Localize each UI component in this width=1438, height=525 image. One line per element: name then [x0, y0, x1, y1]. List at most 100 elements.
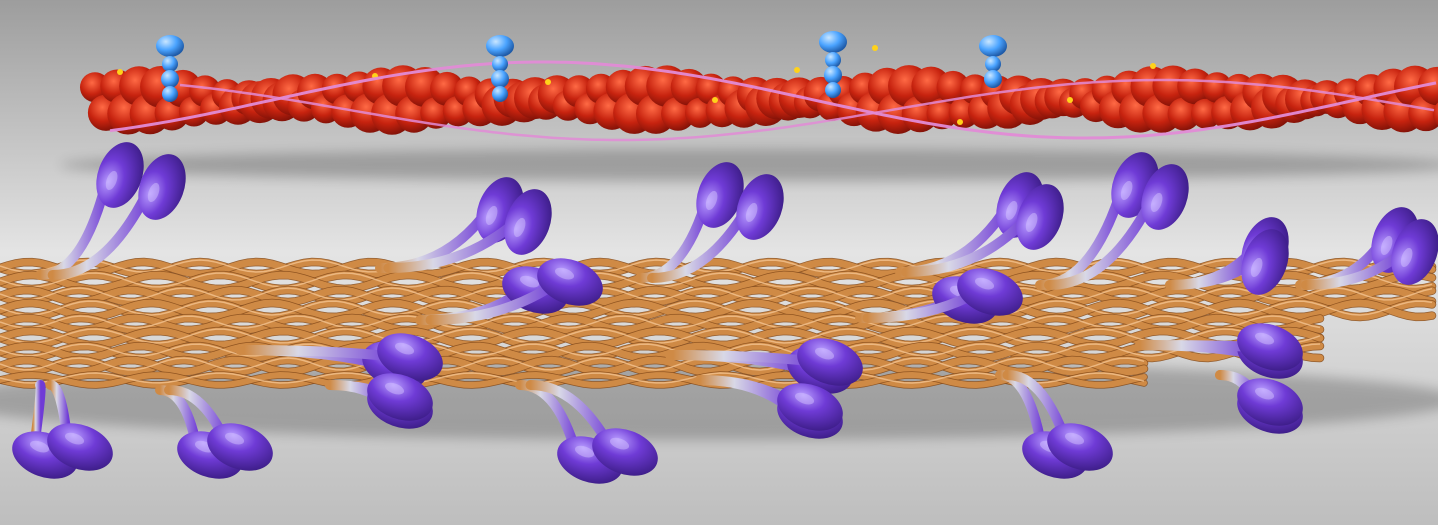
myosin-head-highlight	[1380, 235, 1393, 256]
binding-site-spot	[794, 67, 800, 73]
troponin-t	[492, 86, 508, 102]
myosin-head-highlight	[105, 170, 118, 191]
tropomyosin-strand	[109, 60, 1437, 142]
myosin-heads	[12, 142, 1438, 484]
myosin-head-highlight	[814, 347, 835, 360]
troponin-t	[161, 70, 179, 88]
troponin-t	[162, 86, 178, 102]
troponin-c	[156, 35, 184, 57]
myosin-head	[1141, 164, 1189, 230]
myosin-head	[1237, 378, 1303, 426]
myosin-head	[96, 142, 144, 208]
myosin-neck	[383, 217, 521, 273]
myosin-head-highlight	[384, 382, 405, 395]
troponin-i	[162, 56, 178, 72]
myosin-head	[957, 268, 1023, 316]
myosin-rope	[0, 299, 1436, 321]
actin-monomer	[1432, 102, 1438, 126]
myosin-head-highlight	[1250, 257, 1263, 278]
myosin-rope	[0, 286, 1436, 306]
myosin-rope	[0, 258, 1436, 278]
myosin-head-highlight	[485, 205, 498, 226]
actin-monomer	[926, 98, 958, 130]
myosin-head	[504, 189, 552, 255]
binding-site-spot	[712, 97, 718, 103]
binding-site-spot	[957, 119, 963, 125]
troponin-i	[825, 52, 841, 68]
binding-site-spot	[1067, 97, 1073, 103]
troponin-t	[824, 66, 842, 84]
myosin-head-highlight	[29, 440, 50, 453]
myosin-rope-highlight	[0, 343, 1321, 357]
myosin-head	[777, 383, 843, 431]
myosin-head	[1047, 423, 1113, 471]
myosin-head	[1391, 219, 1438, 285]
troponin-c	[979, 35, 1007, 57]
myosin-head-highlight	[64, 432, 85, 445]
troponin-t	[491, 70, 509, 88]
actin-monomer	[1408, 95, 1438, 132]
myosin-head-highlight	[1400, 247, 1413, 268]
myosin-head-highlight	[974, 277, 995, 290]
myosin-head-highlight	[554, 267, 575, 280]
myosin-head	[592, 428, 658, 476]
myosin-head-highlight	[1120, 180, 1133, 201]
myosin-head-highlight	[1064, 432, 1085, 445]
myosin-head	[47, 423, 113, 471]
myosin-head-highlight	[1025, 212, 1038, 233]
myosin-neck	[1044, 192, 1158, 290]
myosin-head	[377, 333, 443, 381]
myosin-head-highlight	[1254, 332, 1275, 345]
myosin-rope-highlight	[0, 287, 1433, 301]
myosin-head-highlight	[609, 437, 630, 450]
actin-monomer	[661, 96, 695, 131]
myosin-head-highlight	[513, 217, 526, 238]
myosin-head	[537, 258, 603, 306]
myosin-head	[1237, 323, 1303, 371]
binding-site-spot	[117, 69, 123, 75]
myosin-head-highlight	[519, 275, 540, 288]
myosin-head	[1241, 229, 1289, 295]
myosin-head-highlight	[574, 445, 595, 458]
myosin-rope-highlight	[0, 300, 1433, 316]
myosin-head	[1016, 184, 1064, 250]
myosin-head	[367, 373, 433, 421]
myosin-head-highlight	[147, 182, 160, 203]
actin-monomer	[936, 70, 970, 104]
myosin-rope	[0, 371, 1147, 389]
troponin-t	[825, 82, 841, 98]
myosin-rope-highlight	[0, 357, 1145, 371]
myosin-thick-filament	[0, 257, 1437, 389]
binding-site-spot	[545, 79, 551, 85]
binding-site-spot	[872, 45, 878, 51]
myosin-rope-highlight	[0, 315, 1321, 329]
troponin-i	[985, 56, 1001, 72]
binding-site-spot	[1150, 63, 1156, 69]
myosin-head	[207, 423, 273, 471]
myosin-head	[138, 154, 186, 220]
myosin-rope	[0, 286, 1436, 306]
myosin-head	[797, 338, 863, 386]
myosin-head-highlight	[745, 202, 758, 223]
myosin-rope-highlight	[0, 328, 1321, 344]
myosin-head-highlight	[1005, 200, 1018, 221]
troponin-i	[492, 56, 508, 72]
myosin-head-highlight	[794, 392, 815, 405]
myosin-head-highlight	[1150, 192, 1163, 213]
myosin-rope-highlight	[0, 372, 1145, 384]
myosin-head-highlight	[394, 342, 415, 355]
tropomyosin-line	[109, 60, 1437, 140]
myosin-head	[696, 162, 744, 228]
troponin-c	[819, 31, 847, 53]
myosin-rope	[0, 342, 1324, 362]
myosin-head-highlight	[705, 190, 718, 211]
myosin-head	[736, 174, 784, 240]
troponin-c	[486, 35, 514, 57]
tropomyosin-line	[179, 78, 1435, 142]
troponin-complex	[156, 31, 1007, 102]
myosin-head-highlight	[1254, 387, 1275, 400]
myosin-head-highlight	[224, 432, 245, 445]
troponin-t	[984, 70, 1002, 88]
